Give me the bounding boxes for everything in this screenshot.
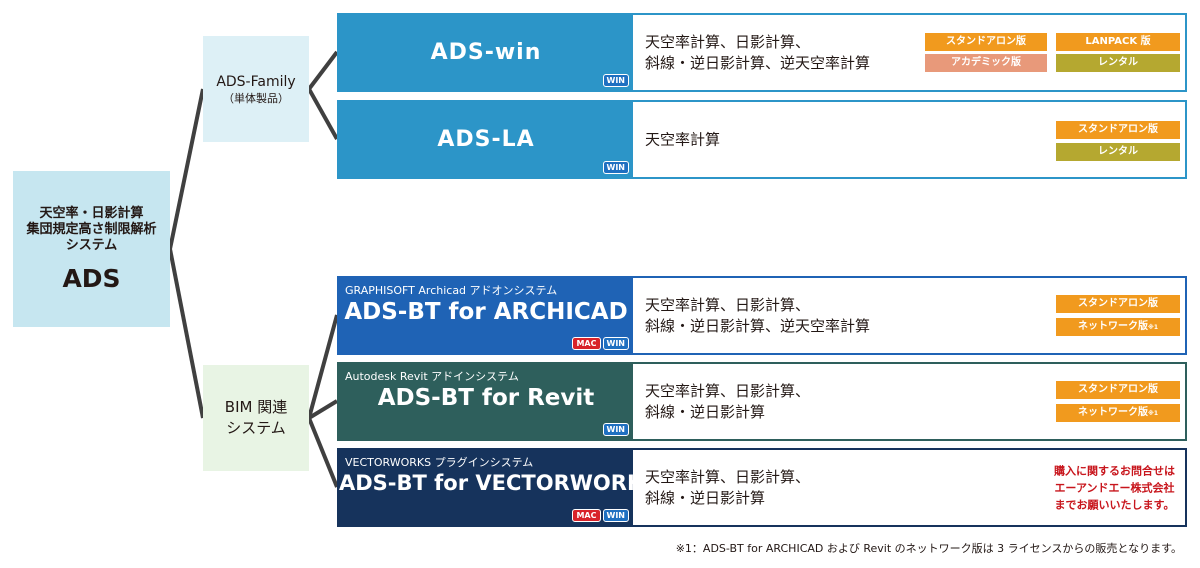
contact-note: 購入に関するお問合せは エーアンドエー株式会社 までお願いいたします。 (1054, 462, 1175, 513)
tag-standalone: スタンドアロン版 (925, 33, 1047, 51)
win-badge: WIN (602, 423, 629, 436)
footnote: ※1：ADS-BT for ARCHICAD および Revit のネットワーク… (675, 542, 1182, 555)
product-desc: 天空率計算 スタンドアロン版 レンタル (633, 102, 1185, 177)
desc-line-1: 天空率計算 (645, 130, 721, 148)
desc-line-2: 斜線・逆日影計算、逆天空率計算 (645, 316, 871, 335)
os-badges: WIN (602, 423, 629, 436)
product-row-revit: Autodesk Revit アドインシステム ADS-BT for Revit… (337, 362, 1187, 441)
win-badge: WIN (602, 161, 629, 174)
note-mark: ※1 (1147, 324, 1158, 331)
product-name: ADS-LA (437, 127, 535, 152)
category-bim-line1: BIM 関連 (224, 398, 288, 416)
tag-rental: レンタル (1056, 143, 1180, 161)
desc-line-1: 天空率計算、日影計算、 (645, 381, 811, 400)
os-badges: MAC WIN (572, 509, 629, 522)
product-name-box: ADS-win WIN (339, 15, 633, 90)
category-ads-family: ADS-Family （単体製品） (203, 36, 309, 142)
os-badges: WIN (602, 74, 629, 87)
product-name-box: Autodesk Revit アドインシステム ADS-BT for Revit… (339, 364, 633, 439)
tag-lanpack: LANPACK 版 (1056, 33, 1180, 51)
contact-line-3: までお願いいたします。 (1054, 498, 1175, 511)
product-name-box: ADS-LA WIN (339, 102, 633, 177)
product-desc: 天空率計算、日影計算、 斜線・逆日影計算 購入に関するお問合せは エーアンドエー… (633, 450, 1185, 525)
product-name: ADS-win (430, 40, 542, 65)
product-row-ads-la: ADS-LA WIN 天空率計算 スタンドアロン版 レンタル (337, 100, 1187, 179)
mac-badge: MAC (572, 337, 601, 350)
desc-line-2: 斜線・逆日影計算 (645, 488, 766, 507)
win-badge: WIN (602, 74, 629, 87)
tag-standalone: スタンドアロン版 (1056, 121, 1180, 139)
desc-line-1: 天空率計算、日影計算、 (645, 32, 811, 51)
desc-line-1: 天空率計算、日影計算、 (645, 295, 811, 314)
win-badge: WIN (602, 337, 629, 350)
tag-standalone: スタンドアロン版 (1056, 381, 1180, 399)
desc-line-2: 斜線・逆日影計算 (645, 402, 766, 421)
product-name: ADS-BT for ARCHICAD (344, 299, 628, 325)
tag-network: ネットワーク版※1 (1056, 404, 1180, 422)
tag-network-label: ネットワーク版 (1077, 407, 1148, 418)
category-bim: BIM 関連 システム (203, 365, 309, 471)
category-family-subtitle: （単体製品） (223, 91, 289, 105)
product-name: ADS-BT for Revit (377, 385, 595, 411)
category-family-title: ADS-Family (216, 73, 296, 90)
product-desc: 天空率計算、日影計算、 斜線・逆日影計算、逆天空率計算 スタンドアロン版 ネット… (633, 278, 1185, 353)
product-row-archicad: GRAPHISOFT Archicad アドオンシステム ADS-BT for … (337, 276, 1187, 355)
note-mark: ※1 (1147, 410, 1158, 417)
product-name-box: VECTORWORKS プラグインシステム ADS-BT for VECTORW… (339, 450, 659, 525)
contact-line-2: エーアンドエー株式会社 (1054, 481, 1175, 494)
product-subtitle: GRAPHISOFT Archicad アドオンシステム (345, 284, 558, 297)
tag-network: ネットワーク版※1 (1056, 318, 1180, 336)
category-bim-line2: システム (226, 419, 286, 437)
desc-line-1: 天空率計算、日影計算、 (645, 467, 811, 486)
product-row-ads-win: ADS-win WIN 天空率計算、日影計算、 斜線・逆日影計算、逆天空率計算 … (337, 13, 1187, 92)
product-desc: 天空率計算、日影計算、 斜線・逆日影計算 スタンドアロン版 ネットワーク版※1 (633, 364, 1185, 439)
tag-standalone: スタンドアロン版 (1056, 295, 1180, 313)
root-title: ADS (62, 263, 121, 293)
tag-rental: レンタル (1056, 54, 1180, 72)
product-desc: 天空率計算、日影計算、 斜線・逆日影計算、逆天空率計算 スタンドアロン版 LAN… (633, 15, 1185, 90)
tag-network-label: ネットワーク版 (1077, 321, 1148, 332)
root-node: 天空率・日影計算 集団規定高さ制限解析 システム ADS (13, 171, 170, 327)
product-name: ADS-BT for VECTORWORKS (339, 471, 659, 495)
os-badges: MAC WIN (572, 337, 629, 350)
product-row-vectorworks: VECTORWORKS プラグインシステム ADS-BT for VECTORW… (337, 448, 1187, 527)
root-line-1: 天空率・日影計算 (39, 205, 144, 221)
tag-academic: アカデミック版 (925, 54, 1047, 72)
root-line-3: システム (65, 237, 118, 253)
root-line-2: 集団規定高さ制限解析 (26, 221, 157, 237)
desc-line-2: 斜線・逆日影計算、逆天空率計算 (645, 53, 871, 72)
contact-line-1: 購入に関するお問合せは (1054, 464, 1175, 477)
mac-badge: MAC (572, 509, 601, 522)
product-subtitle: VECTORWORKS プラグインシステム (345, 456, 534, 469)
os-badges: WIN (602, 161, 629, 174)
product-name-box: GRAPHISOFT Archicad アドオンシステム ADS-BT for … (339, 278, 633, 353)
product-subtitle: Autodesk Revit アドインシステム (345, 370, 519, 383)
win-badge: WIN (602, 509, 629, 522)
